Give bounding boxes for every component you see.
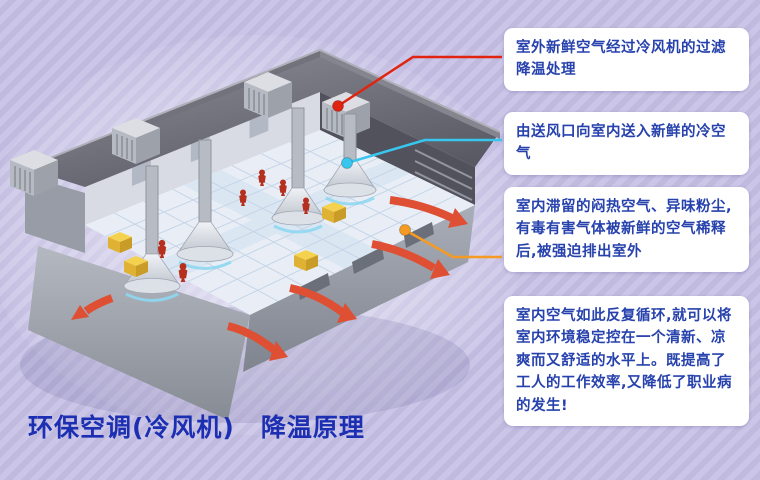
roof-fascia-right: [320, 50, 500, 139]
callout-connectors: [332, 55, 502, 259]
front-right-wall: [243, 205, 475, 372]
connector-orange-dot: [399, 224, 411, 236]
front-base-slab: [28, 246, 250, 420]
connector-red-dot: [332, 100, 344, 112]
callout-circulation-benefits: 室内空气如此反复循环,就可以将室内环境稳定控在一个清新、凉爽而又舒适的水平上。既…: [504, 296, 749, 427]
diffuser-1: [323, 113, 377, 206]
diffuser-2: [271, 107, 325, 234]
exhaust-arrow-heads: [71, 208, 468, 361]
callout-exhaust-stale-air: 室内滞留的闷热空气、异味粉尘,有毒有害气体被新鲜的空气稀释后,被强迫排出室外: [504, 187, 749, 273]
supply-diffusers: [123, 107, 377, 302]
connector-cyan: [346, 138, 502, 165]
connector-red: [337, 55, 502, 108]
diffuser-3: [176, 139, 234, 270]
factory-building: [9, 48, 501, 420]
callout-fresh-air-supply: 由送风口向室内送入新鲜的冷空气: [504, 112, 749, 175]
exhaust-air-arrows: [83, 196, 454, 354]
left-wall: [25, 175, 85, 253]
connector-cyan-dot: [341, 157, 353, 169]
page-title: 环保空调(冷风机) 降温原理: [28, 413, 365, 442]
callout-outdoor-air-filtering: 室外新鲜空气经过冷风机的过滤降温处理: [504, 28, 749, 91]
wall-louvers: [414, 149, 473, 201]
connector-orange: [404, 228, 502, 259]
diffuser-4: [123, 165, 181, 302]
